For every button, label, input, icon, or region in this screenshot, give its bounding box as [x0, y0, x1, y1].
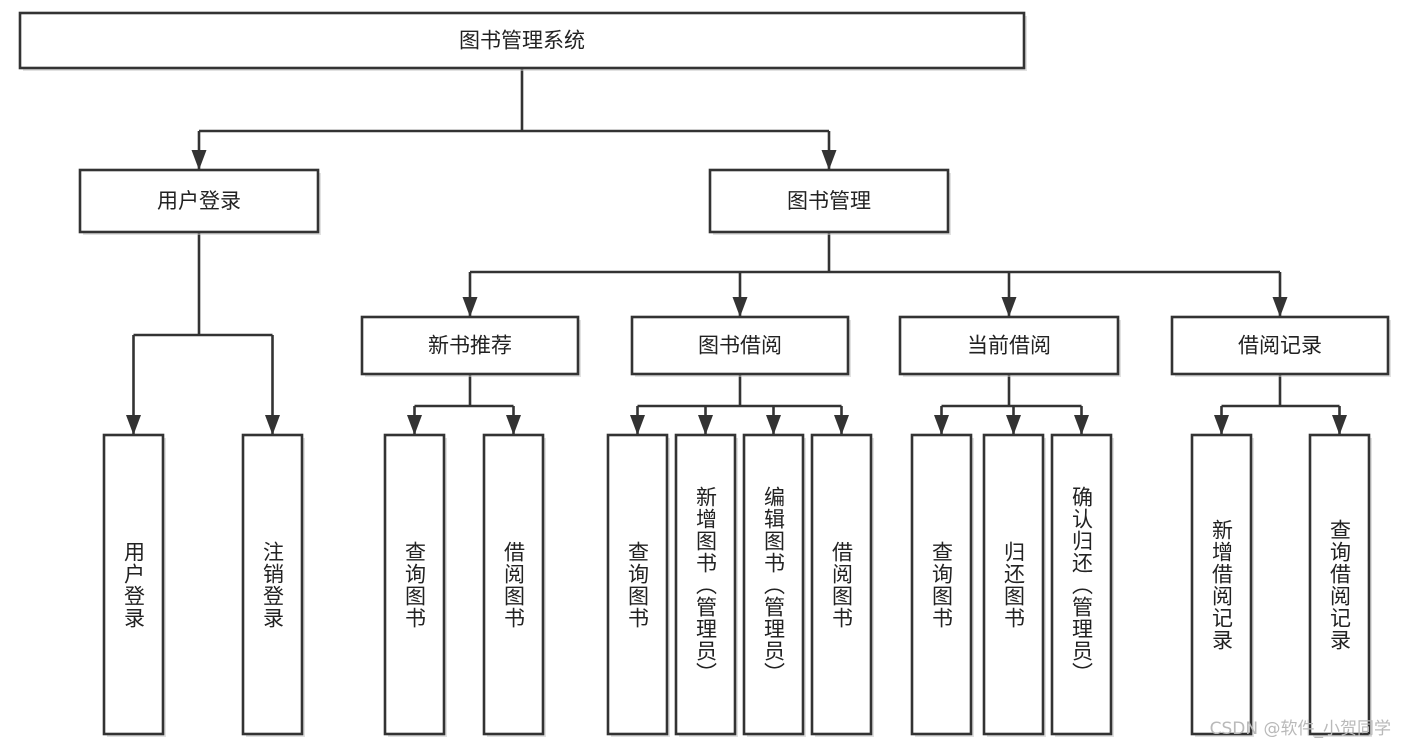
node-leaf-borrow-book[interactable] [810, 433, 873, 736]
label-root: 图书管理系统 [459, 29, 585, 53]
arrow-head [506, 415, 521, 435]
arrow-head [630, 415, 645, 435]
node-borrow-record[interactable] [1170, 315, 1390, 376]
node-leaf-edit-book[interactable] [742, 433, 805, 736]
arrow-head [462, 297, 478, 317]
node-book-manage[interactable] [708, 168, 950, 234]
watermark: CSDN @软件_小贺同学 [1209, 719, 1391, 739]
arrow-head [732, 297, 748, 317]
arrow-head [407, 415, 422, 435]
arrow-head [1214, 415, 1229, 435]
arrow-head [1001, 297, 1017, 317]
arrow-head [934, 415, 949, 435]
arrow-head [1006, 415, 1021, 435]
node-root[interactable] [18, 11, 1026, 70]
arrow-head [698, 415, 713, 435]
node-leaf-query-book-cur[interactable] [910, 433, 973, 736]
label-book-borrow: 图书借阅 [698, 334, 782, 358]
arrow-head [1272, 297, 1288, 317]
arrow-head [1332, 415, 1347, 435]
node-leaf-query-record[interactable] [1308, 433, 1371, 736]
node-leaf-logout-login[interactable] [241, 433, 304, 736]
node-leaf-borrow-book-rec[interactable] [482, 433, 545, 736]
node-leaf-add-book[interactable] [674, 433, 737, 736]
node-book-borrow[interactable] [630, 315, 850, 376]
node-leaf-query-book-rec[interactable] [383, 433, 446, 736]
node-leaf-return-book[interactable] [982, 433, 1045, 736]
arrow-head [834, 415, 849, 435]
edges-layer [126, 68, 1347, 435]
label-borrow-record: 借阅记录 [1238, 334, 1322, 358]
arrow-head [191, 150, 207, 170]
arrow-head [821, 150, 837, 170]
boxes-layer [18, 11, 1391, 737]
label-new-book-rec: 新书推荐 [428, 334, 512, 358]
node-leaf-confirm-return[interactable] [1050, 433, 1113, 736]
node-user-login[interactable] [78, 168, 320, 234]
arrow-head [1074, 415, 1089, 435]
label-current-borrow: 当前借阅 [967, 334, 1051, 358]
arrow-head [265, 415, 280, 435]
node-leaf-user-login[interactable] [102, 433, 165, 736]
label-user-login: 用户登录 [157, 189, 241, 213]
arrow-head [766, 415, 781, 435]
arrow-head [126, 415, 141, 435]
label-book-manage: 图书管理 [787, 189, 871, 213]
node-leaf-query-book-borrow[interactable] [606, 433, 669, 736]
node-current-borrow[interactable] [898, 315, 1120, 376]
node-leaf-add-record[interactable] [1190, 433, 1253, 736]
node-new-book-rec[interactable] [360, 315, 580, 376]
